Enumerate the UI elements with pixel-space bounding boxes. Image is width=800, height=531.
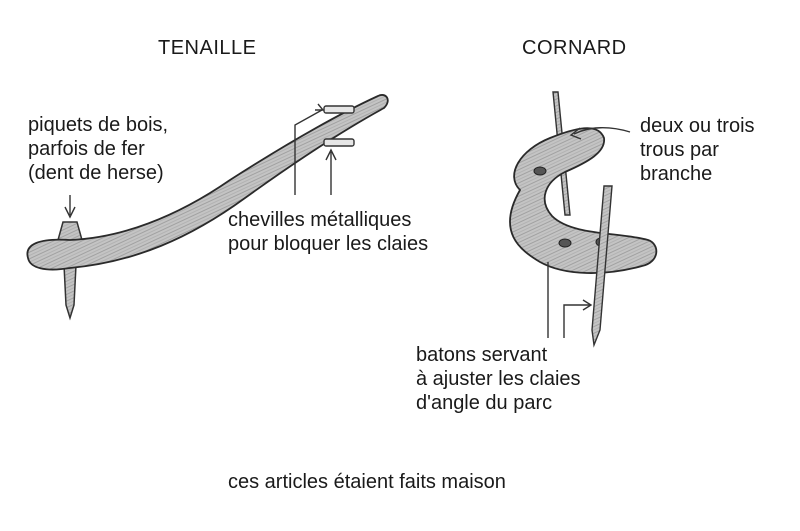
batons-pointers <box>547 262 593 338</box>
trous-label-line: branche <box>640 163 713 185</box>
batons-label-line: à ajuster les claies <box>416 368 581 390</box>
footer-note: ces articles étaient faits maison <box>228 471 506 493</box>
chevilles-label-line: chevilles métalliques <box>228 209 412 231</box>
cornard-board <box>509 127 658 274</box>
tenaille-title: TENAILLE <box>158 37 257 59</box>
chevilles-label-line: pour bloquer les claies <box>228 233 429 255</box>
chevilles-pointers <box>294 103 337 195</box>
chevilles-label: chevilles métalliques pour bloquer les c… <box>228 208 428 256</box>
piquets-label-line: parfois de fer <box>28 138 145 160</box>
trous-label: deux ou trois trous par branche <box>640 114 755 186</box>
trous-label-line: deux ou trois <box>640 115 755 137</box>
tenaille-stake <box>57 221 83 321</box>
tenaille-drawing <box>26 94 389 321</box>
trous-pointer <box>569 127 631 140</box>
batons-label: batons servant à ajuster les claies d'an… <box>416 343 581 415</box>
tenaille-bar <box>26 94 389 271</box>
cornard-stake-right <box>591 185 613 348</box>
batons-label-line: batons servant <box>416 344 548 366</box>
piquets-label-line: (dent de herse) <box>28 162 164 184</box>
piquets-label-line: piquets de bois, <box>28 114 169 136</box>
tenaille-pins <box>323 105 355 147</box>
trous-label-line: trous par <box>640 139 719 161</box>
cornard-title: CORNARD <box>522 37 627 59</box>
cornard-drawing <box>509 91 658 348</box>
batons-label-line: d'angle du parc <box>416 392 553 414</box>
piquets-pointer <box>64 195 76 219</box>
piquets-label: piquets de bois, parfois de fer (dent de… <box>28 113 168 185</box>
